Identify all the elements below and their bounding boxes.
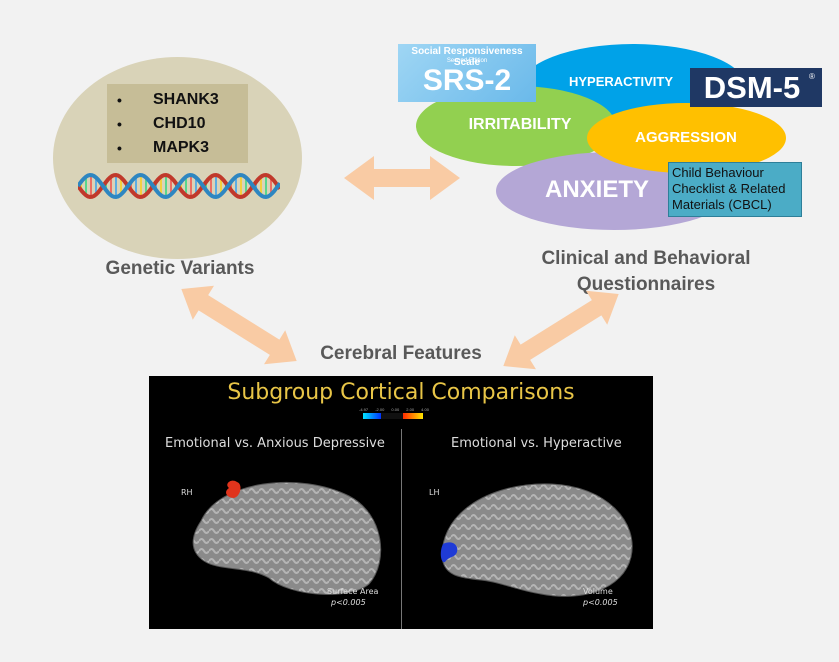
colorbar-tick: 0.00 (391, 407, 400, 412)
colorbar-ticks: -4.97 -2.00 0.00 2.00 4.00 (359, 407, 429, 412)
srs2-logo: Social Responsiveness Scale Second Editi… (398, 44, 536, 102)
right-hemisphere-label: LH (429, 488, 440, 497)
dna-helix-icon (78, 172, 280, 200)
gene-list-box: SHANK3 CHD10 MAPK3 (107, 84, 248, 163)
right-pvalue-label: p<0.005 (583, 598, 618, 607)
clinical-label-line1: Clinical and Behavioral (541, 248, 751, 269)
gene-item: CHD10 (107, 112, 248, 136)
irritability-label: IRRITABILITY (468, 116, 572, 133)
colorbar-tick: 4.00 (421, 407, 429, 412)
srs2-subtitle: Social Responsiveness Scale (411, 46, 523, 68)
colorbar-neutral (381, 413, 403, 419)
dsm5-registered-mark: ® (809, 72, 815, 81)
surface-area-cluster (226, 480, 241, 498)
srs2-title: SRS-2 (422, 64, 512, 97)
cbcl-box: Child Behaviour Checklist & Related Mate… (668, 162, 802, 217)
colorbar-tick: 2.00 (406, 407, 415, 412)
cerebral-features-label: Cerebral Features (320, 343, 482, 364)
cbcl-line: Child Behaviour (672, 165, 764, 180)
colorbar-positive (403, 413, 423, 419)
anxiety-label: ANXIETY (544, 176, 649, 203)
right-measure-label: Volume (583, 587, 613, 596)
panel-divider (401, 429, 402, 629)
aggression-label: AGGRESSION (635, 129, 737, 146)
colorbar-tick: -2.00 (375, 407, 385, 412)
double-arrow-horizontal-icon (344, 156, 460, 200)
hyperactivity-label: HYPERACTIVITY (568, 74, 673, 89)
cbcl-line: Materials (CBCL) (672, 197, 772, 212)
clinical-label-line2: Questionnaires (576, 274, 716, 295)
left-hemisphere-brain-icon (440, 483, 633, 597)
gene-item: MAPK3 (107, 136, 248, 160)
srs2-edition: Second Edition (446, 58, 488, 64)
left-measure-label: Surface Area (327, 587, 379, 596)
colorbar-tick: -4.97 (359, 407, 369, 412)
dsm5-logo: DSM-5 ® (690, 68, 822, 107)
double-arrow-diagonal-right-icon (503, 290, 619, 370)
left-pvalue-label: p<0.005 (331, 598, 366, 607)
cortical-comparison-panel: Subgroup Cortical Comparisons -4.97 -2.0… (149, 376, 653, 629)
double-arrow-diagonal-left-icon (181, 285, 297, 365)
left-panel-title: Emotional vs. Anxious Depressive (165, 436, 385, 451)
gene-item: SHANK3 (107, 88, 248, 112)
gene-list: SHANK3 CHD10 MAPK3 (107, 84, 248, 160)
cortical-panel-title: Subgroup Cortical Comparisons (227, 380, 575, 405)
dsm5-title: DSM-5 (703, 70, 801, 105)
left-hemisphere-label: RH (181, 488, 193, 497)
genetic-variants-label: Genetic Variants (105, 258, 255, 279)
right-hemisphere-brain-icon (192, 480, 382, 595)
right-panel-title: Emotional vs. Hyperactive (451, 436, 622, 451)
aggression-ellipse (587, 103, 786, 173)
cbcl-line: Checklist & Related (672, 181, 786, 196)
volume-cluster (440, 542, 458, 563)
colorbar-negative (363, 413, 381, 419)
